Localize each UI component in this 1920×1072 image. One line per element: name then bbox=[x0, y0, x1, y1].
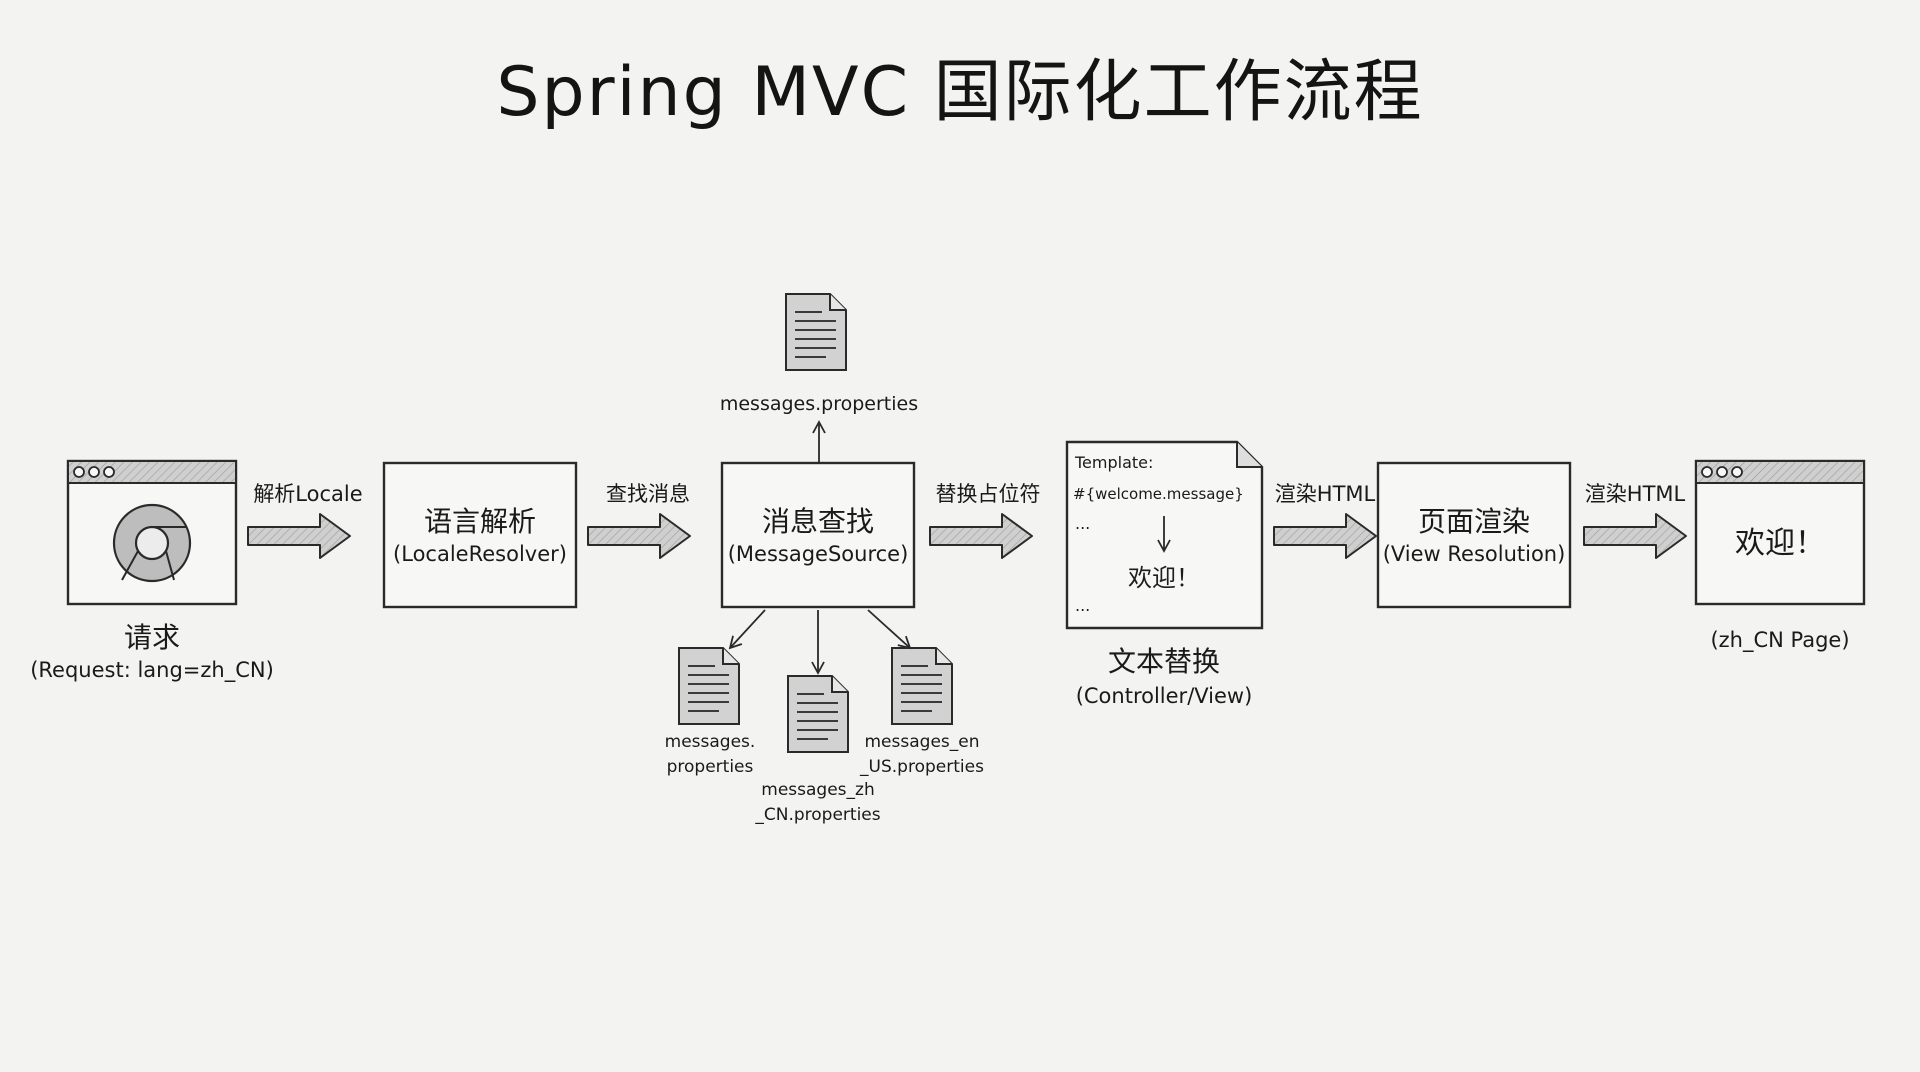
output-browser-window bbox=[1694, 459, 1866, 606]
arrow-render-html-1 bbox=[1273, 513, 1377, 559]
message-source-title: 消息查找 bbox=[761, 505, 874, 538]
page-title: Spring MVC 国际化工作流程 bbox=[496, 53, 1424, 132]
template-caption: 文本替换 bbox=[1107, 645, 1220, 678]
output-caption: (zh_CN Page) bbox=[1710, 628, 1850, 652]
template-document bbox=[1065, 440, 1264, 630]
properties-file-default-label-line2: properties bbox=[666, 757, 754, 777]
locale-resolver-subtitle: (LocaleResolver) bbox=[393, 542, 567, 566]
properties-file-zh-icon bbox=[787, 675, 849, 753]
properties-file-default-label-line1: messages. bbox=[664, 732, 756, 752]
template-ellipsis-1: ... bbox=[1075, 514, 1091, 533]
output-page-text: 欢迎！ bbox=[1735, 526, 1825, 561]
view-resolution-subtitle: (View Resolution) bbox=[1382, 542, 1566, 566]
request-browser-window bbox=[66, 459, 238, 606]
arrow-to-en-file bbox=[867, 609, 912, 650]
properties-file-en-icon bbox=[891, 647, 953, 725]
template-ellipsis-2: ... bbox=[1075, 596, 1091, 615]
locale-resolver-title: 语言解析 bbox=[423, 505, 536, 538]
arrow-render-html-2 bbox=[1583, 513, 1687, 559]
template-subcaption: (Controller/View) bbox=[1075, 684, 1253, 708]
arrow-label-render-html-1: 渲染HTML bbox=[1274, 482, 1376, 506]
properties-file-zh-label-line1: messages_zh bbox=[761, 780, 875, 800]
properties-file-zh-label-line2: _CN.properties bbox=[755, 805, 881, 825]
properties-file-default-icon bbox=[678, 647, 740, 725]
message-source-subtitle: (MessageSource) bbox=[727, 542, 909, 566]
message-source-box bbox=[720, 461, 916, 609]
chrome-browser-icon bbox=[112, 503, 192, 583]
arrow-to-default-file bbox=[728, 609, 766, 650]
arrow-replace-placeholder bbox=[929, 513, 1033, 559]
properties-file-en-label-line2: _US.properties bbox=[860, 757, 984, 777]
view-resolution-title: 页面渲染 bbox=[1417, 505, 1530, 538]
properties-file-en-label-line1: messages_en bbox=[864, 732, 980, 752]
request-subcaption: (Request: lang=zh_CN) bbox=[30, 658, 274, 682]
template-header: Template: bbox=[1075, 453, 1154, 472]
properties-file-top-icon bbox=[785, 293, 847, 371]
arrow-lookup-message bbox=[587, 513, 691, 559]
arrow-label-parse-locale: 解析Locale bbox=[253, 482, 363, 506]
template-result-text: 欢迎！ bbox=[1128, 564, 1200, 592]
view-resolution-box bbox=[1376, 461, 1572, 609]
request-caption: 请求 bbox=[123, 621, 180, 654]
locale-resolver-box bbox=[382, 461, 578, 609]
arrow-label-replace-placeholder: 替换占位符 bbox=[935, 482, 1041, 506]
arrow-label-render-html-2: 渲染HTML bbox=[1584, 482, 1686, 506]
arrow-parse-locale bbox=[247, 513, 351, 559]
properties-file-top-label: messages.properties bbox=[719, 393, 919, 415]
arrow-label-lookup-message: 查找消息 bbox=[606, 482, 690, 506]
template-placeholder: #{welcome.message} bbox=[1073, 485, 1244, 503]
